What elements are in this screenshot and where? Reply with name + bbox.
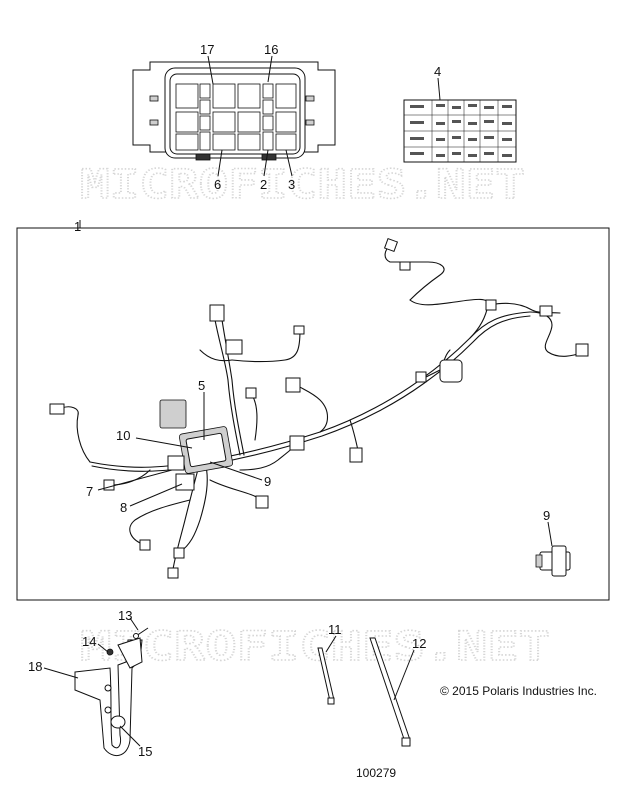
connector-9 — [535, 545, 571, 577]
callout-13: 13 — [118, 608, 132, 623]
bracket-assembly — [74, 627, 149, 756]
callout-11: 11 — [328, 622, 342, 637]
callout-16: 16 — [264, 42, 278, 57]
callout-15: 15 — [138, 744, 152, 759]
callout-9-harness: 9 — [264, 474, 271, 489]
callout-7: 7 — [86, 484, 93, 499]
harness-frame — [16, 227, 610, 601]
watermark-top: MICROFICHES.NET — [80, 162, 525, 208]
callout-17: 17 — [200, 42, 214, 57]
wire-harness — [61, 244, 586, 576]
callout-1: 1 — [74, 219, 81, 234]
callout-18: 18 — [28, 659, 42, 674]
cable-ties — [317, 637, 411, 747]
callout-9-connector: 9 — [543, 508, 550, 523]
callout-6: 6 — [214, 177, 221, 192]
callout-4: 4 — [434, 64, 441, 79]
callout-14: 14 — [82, 634, 96, 649]
copyright-notice: © 2015 Polaris Industries Inc. — [440, 684, 597, 698]
callout-8: 8 — [120, 500, 127, 515]
fuse-box — [132, 61, 336, 161]
callout-2: 2 — [260, 177, 267, 192]
callout-12: 12 — [412, 636, 426, 651]
watermark-bottom: MICROFICHES.NET — [80, 624, 550, 670]
harness-connectors — [49, 237, 589, 579]
callout-10: 10 — [116, 428, 130, 443]
callout-3: 3 — [288, 177, 295, 192]
figure-number: 100279 — [356, 766, 397, 780]
leader-lines — [43, 55, 553, 747]
fuse-label-decal — [403, 99, 517, 163]
callout-5: 5 — [198, 378, 205, 393]
